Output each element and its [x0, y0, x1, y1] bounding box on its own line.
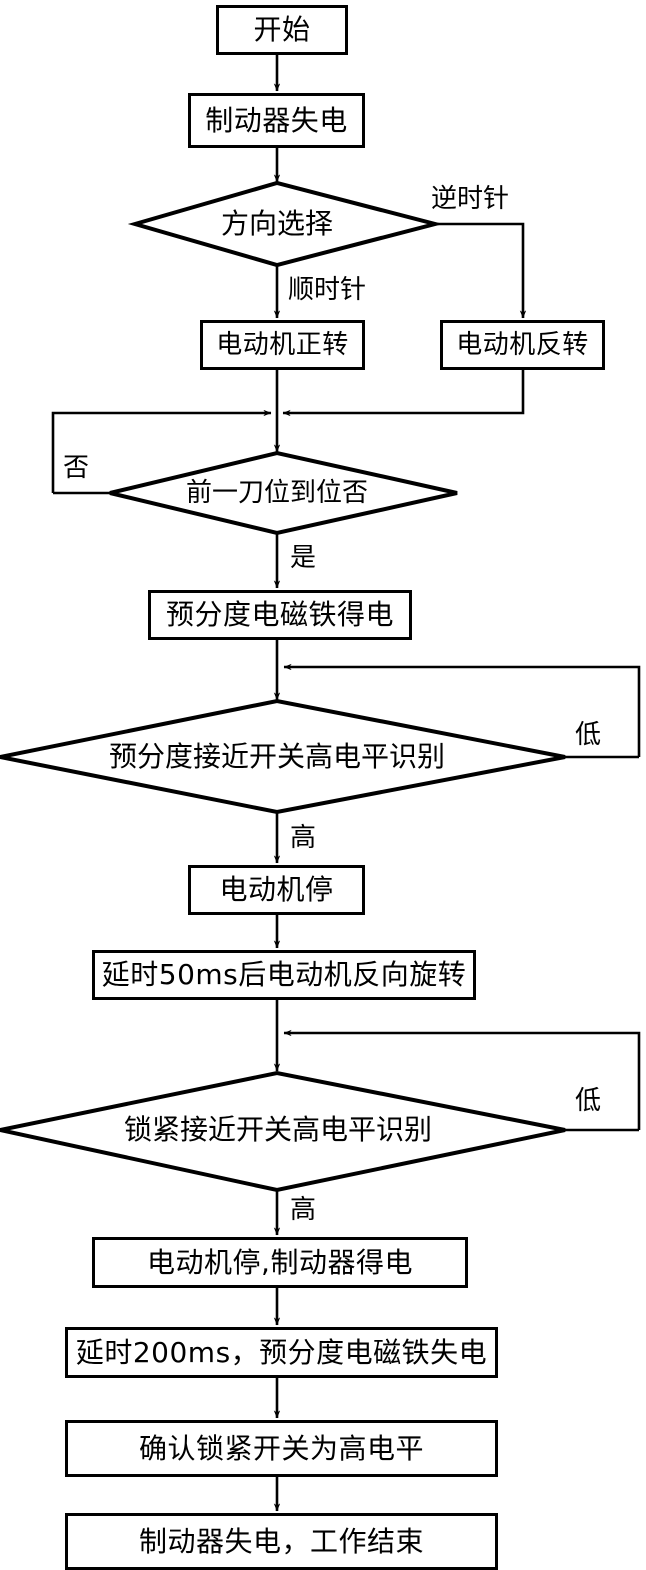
edge-label-yes: 是 [290, 543, 317, 573]
decision-direction-select [127, 180, 443, 268]
node-start[interactable]: 开始 [216, 5, 348, 55]
node-delay50-reverse-label: 延时50ms后电动机反向旋转 [101, 958, 467, 991]
node-brake-off-end[interactable]: 制动器失电，工作结束 [65, 1513, 498, 1570]
node-delay200-solenoid-off[interactable]: 延时200ms，预分度电磁铁失电 [65, 1327, 498, 1378]
decision-lock-switch-high-label[interactable]: 锁紧接近开关高电平识别 [123, 1113, 432, 1146]
node-brake-power-off[interactable]: 制动器失电 [188, 93, 365, 148]
node-delay200-solenoid-off-label: 延时200ms，预分度电磁铁失电 [75, 1335, 488, 1369]
edge-label-high-lock: 高 [290, 1195, 317, 1225]
node-delay50-reverse[interactable]: 延时50ms后电动机反向旋转 [92, 950, 476, 1000]
edge-label-no: 否 [63, 453, 90, 483]
node-motor-reverse-label: 电动机反转 [456, 330, 589, 360]
node-motor-stop-brake-on-label: 电动机停,制动器得电 [147, 1245, 413, 1279]
edge-label-low-lock: 低 [575, 1086, 602, 1116]
node-predivide-solenoid-on-label: 预分度电磁铁得电 [165, 598, 394, 631]
node-motor-stop[interactable]: 电动机停 [188, 865, 365, 915]
decision-direction-select-label[interactable]: 方向选择 [220, 207, 333, 240]
node-start-label: 开始 [253, 13, 311, 46]
node-confirm-lock-high[interactable]: 确认锁紧开关为高电平 [65, 1420, 498, 1477]
edge-label-clockwise: 顺时针 [288, 275, 367, 305]
node-brake-power-off-label: 制动器失电 [205, 103, 348, 137]
edge-label-high-predivide: 高 [290, 823, 317, 853]
edge-label-counterclockwise: 逆时针 [431, 184, 510, 214]
node-motor-reverse[interactable]: 电动机反转 [440, 320, 605, 370]
node-motor-stop-brake-on[interactable]: 电动机停,制动器得电 [92, 1237, 468, 1288]
edge-label-low-predivide: 低 [575, 720, 602, 750]
decision-prev-tool-in-place [109, 450, 458, 536]
decision-predivide-switch-high-label[interactable]: 预分度接近开关高电平识别 [108, 740, 445, 773]
decision-prev-tool-in-place-label[interactable]: 前一刀位到位否 [185, 478, 368, 508]
node-motor-stop-label: 电动机停 [219, 873, 334, 906]
node-brake-off-end-label: 制动器失电，工作结束 [138, 1524, 424, 1558]
node-confirm-lock-high-label: 确认锁紧开关为高电平 [138, 1431, 424, 1465]
node-motor-forward[interactable]: 电动机正转 [200, 320, 365, 370]
node-motor-forward-label: 电动机正转 [216, 330, 349, 360]
node-predivide-solenoid-on[interactable]: 预分度电磁铁得电 [148, 590, 412, 640]
